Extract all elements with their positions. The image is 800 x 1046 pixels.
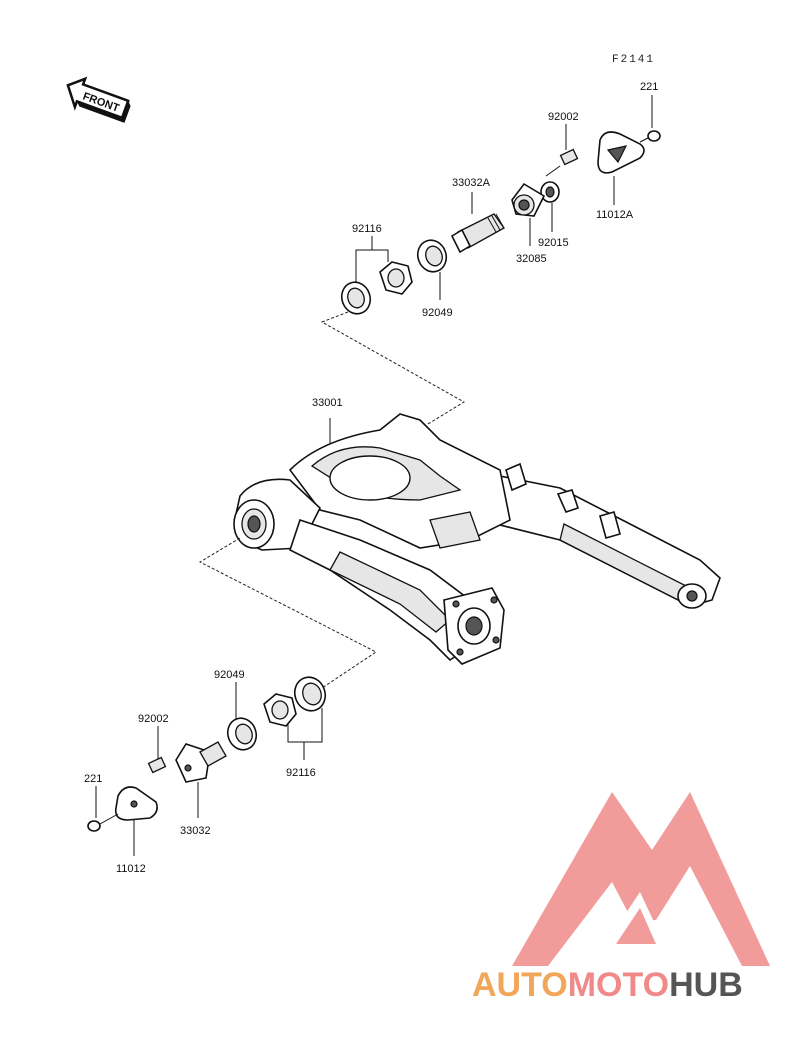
label-32085: 32085 xyxy=(516,253,547,265)
automotohub-logo xyxy=(512,792,770,966)
swingarm-33001-icon xyxy=(233,413,721,665)
nut-92015-icon xyxy=(540,181,560,232)
pivot-shaft-33032A-icon xyxy=(450,192,505,254)
wordmark-auto: AUTO xyxy=(472,966,568,1004)
oil-seal-92049-bottom-icon xyxy=(226,682,258,751)
automotohub-wordmark: AUTOMOTOHUB xyxy=(472,966,743,1004)
label-221-top: 221 xyxy=(640,81,658,93)
bolt-221-top-icon xyxy=(639,95,661,143)
label-92002-top: 92002 xyxy=(548,111,579,123)
label-92116-top: 92116 xyxy=(352,223,382,235)
label-33032: 33032 xyxy=(180,825,211,837)
label-33032A: 33032A xyxy=(452,177,491,189)
label-92116-bottom: 92116 xyxy=(286,767,316,779)
cover-11012A-icon xyxy=(597,131,645,205)
label-11012A: 11012A xyxy=(596,209,634,221)
bolt-92002-top-icon xyxy=(545,124,579,177)
bearing-92116-bottom-icon xyxy=(263,676,327,760)
assembly-line-top xyxy=(320,311,465,425)
plate-32085-icon xyxy=(511,182,546,246)
bolt-92002-bottom-icon xyxy=(147,726,167,774)
cover-11012-icon xyxy=(114,786,158,856)
label-92049-top: 92049 xyxy=(422,307,453,319)
bearing-92116-top-icon xyxy=(340,236,413,315)
bolt-221-bottom-icon xyxy=(87,786,119,832)
svg-text:AUTOMOTOHUB: AUTOMOTOHUB xyxy=(472,966,743,1004)
wordmark-hub: HUB xyxy=(669,966,743,1004)
label-92015: 92015 xyxy=(538,237,569,249)
assembly-line-bottom xyxy=(198,537,377,689)
label-92002-bottom: 92002 xyxy=(138,713,169,725)
wordmark-moto: MOTO xyxy=(568,966,669,1004)
pivot-shaft-33032-icon xyxy=(175,741,227,818)
label-92049-bottom: 92049 xyxy=(214,669,245,681)
label-221-bottom: 221 xyxy=(84,773,102,785)
figure-code: F2141 xyxy=(612,54,655,66)
oil-seal-92049-top-icon xyxy=(416,239,448,300)
front-arrow-icon: FRONT xyxy=(66,76,131,123)
label-33001: 33001 xyxy=(312,397,343,409)
label-11012: 11012 xyxy=(116,863,146,875)
